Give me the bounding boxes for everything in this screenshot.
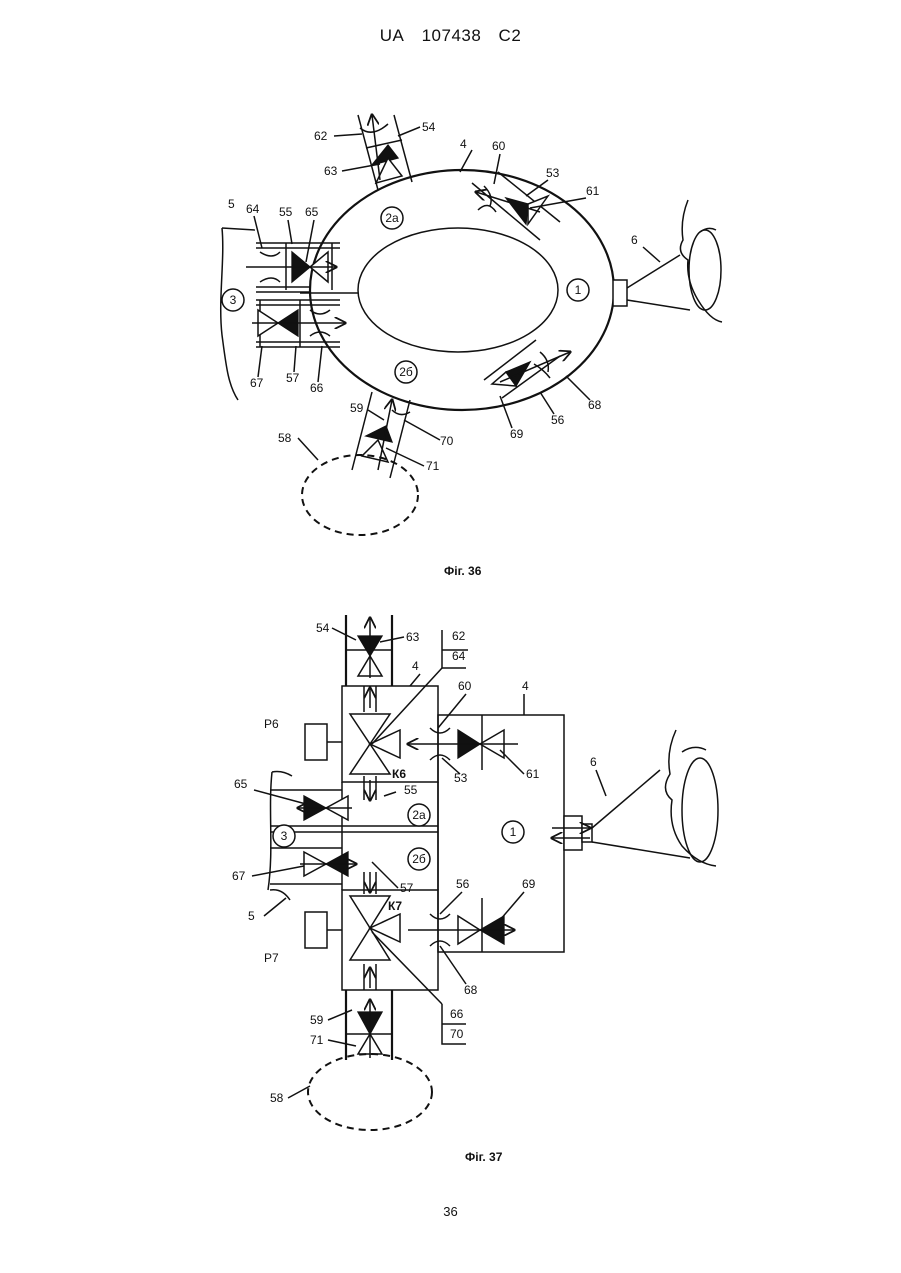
duct-55 [246, 243, 340, 292]
label: 64 [452, 649, 466, 663]
svg-text:2а: 2а [385, 211, 399, 225]
compartment-1 [408, 715, 564, 952]
label: 57 [286, 371, 300, 385]
page-number: 36 [0, 1204, 901, 1219]
label: 65 [234, 777, 248, 791]
zone-3: 3 [222, 289, 244, 311]
label: 66 [310, 381, 324, 395]
label: 60 [458, 679, 472, 693]
label: 63 [406, 630, 420, 644]
patent-office: UA [380, 26, 405, 45]
label: 58 [270, 1091, 284, 1105]
patent-number: 107438 [422, 26, 482, 45]
zone-2b: 2б [395, 361, 417, 383]
mask-6 [552, 730, 718, 866]
ring-inner [358, 228, 558, 352]
valve-k7-body [342, 872, 438, 990]
svg-text:2б: 2б [399, 365, 413, 379]
figure-36-diagram: 2а 1 2б 3 62 54 4 60 53 61 63 5 64 55 65… [0, 90, 901, 560]
mask-6 [613, 200, 722, 322]
label: 6 [590, 755, 597, 769]
label: 59 [350, 401, 364, 415]
label: 70 [450, 1027, 464, 1041]
sensor-label-p7: P7 [264, 951, 279, 965]
label: 69 [522, 877, 536, 891]
zone-1: 1 [502, 821, 524, 843]
wall-5 [221, 228, 238, 400]
svg-text:1: 1 [510, 825, 517, 839]
label: 55 [279, 205, 293, 219]
figure-36-caption: Фіг. 36 [444, 564, 481, 578]
label: 5 [228, 197, 235, 211]
label: 56 [456, 877, 470, 891]
label: 4 [412, 659, 419, 673]
label: 4 [460, 137, 467, 151]
reservoir-58 [308, 1054, 432, 1130]
sensor-p7 [305, 912, 327, 948]
zone-2a: 2а [381, 207, 403, 229]
label: 64 [246, 202, 260, 216]
label: 5 [248, 909, 255, 923]
duct-59 [346, 990, 392, 1060]
label: 67 [232, 869, 246, 883]
label: 62 [314, 129, 328, 143]
label: 58 [278, 431, 292, 445]
duct-57 [252, 300, 345, 347]
valve-label-k7: К7 [388, 899, 402, 913]
patent-header: UA 107438 C2 [0, 26, 901, 46]
label: 53 [454, 771, 468, 785]
svg-text:2а: 2а [412, 808, 426, 822]
label: 62 [452, 629, 466, 643]
label: 63 [324, 164, 338, 178]
label: 61 [586, 184, 600, 198]
label: 54 [316, 621, 330, 635]
label: 59 [310, 1013, 324, 1027]
label: 65 [305, 205, 319, 219]
label: 55 [404, 783, 418, 797]
zone-1: 1 [567, 279, 589, 301]
sensor-label-p6: P6 [264, 717, 279, 731]
label: 68 [464, 983, 478, 997]
label: 71 [426, 459, 440, 473]
label: 56 [551, 413, 565, 427]
label: 70 [440, 434, 454, 448]
label: 68 [588, 398, 602, 412]
sensor-p6 [305, 724, 327, 760]
zone-3: 3 [273, 825, 295, 847]
figure-37-caption: Фіг. 37 [465, 1150, 502, 1164]
duct-54 [346, 615, 392, 686]
zone-2a: 2а [408, 804, 430, 826]
valve-k6-body [342, 686, 438, 800]
figure-37-diagram: 2а 1 2б 3 К6 К7 P6 P7 54 63 62 64 4 60 4… [0, 612, 901, 1142]
label: 66 [450, 1007, 464, 1021]
zone-2b: 2б [408, 848, 430, 870]
label: 4 [522, 679, 529, 693]
label: 61 [526, 767, 540, 781]
patent-kind: C2 [499, 26, 522, 45]
label: 6 [631, 233, 638, 247]
label: 67 [250, 376, 264, 390]
label: 57 [400, 881, 414, 895]
reservoir-58 [302, 455, 418, 535]
svg-text:3: 3 [230, 293, 237, 307]
svg-text:1: 1 [575, 283, 582, 297]
svg-text:3: 3 [281, 829, 288, 843]
label: 71 [310, 1033, 324, 1047]
label: 54 [422, 120, 436, 134]
valve-label-k6: К6 [392, 767, 406, 781]
label: 53 [546, 166, 560, 180]
svg-text:2б: 2б [412, 852, 426, 866]
label: 69 [510, 427, 524, 441]
leader-lines [254, 127, 660, 466]
label: 60 [492, 139, 506, 153]
duct-56 [484, 340, 570, 398]
